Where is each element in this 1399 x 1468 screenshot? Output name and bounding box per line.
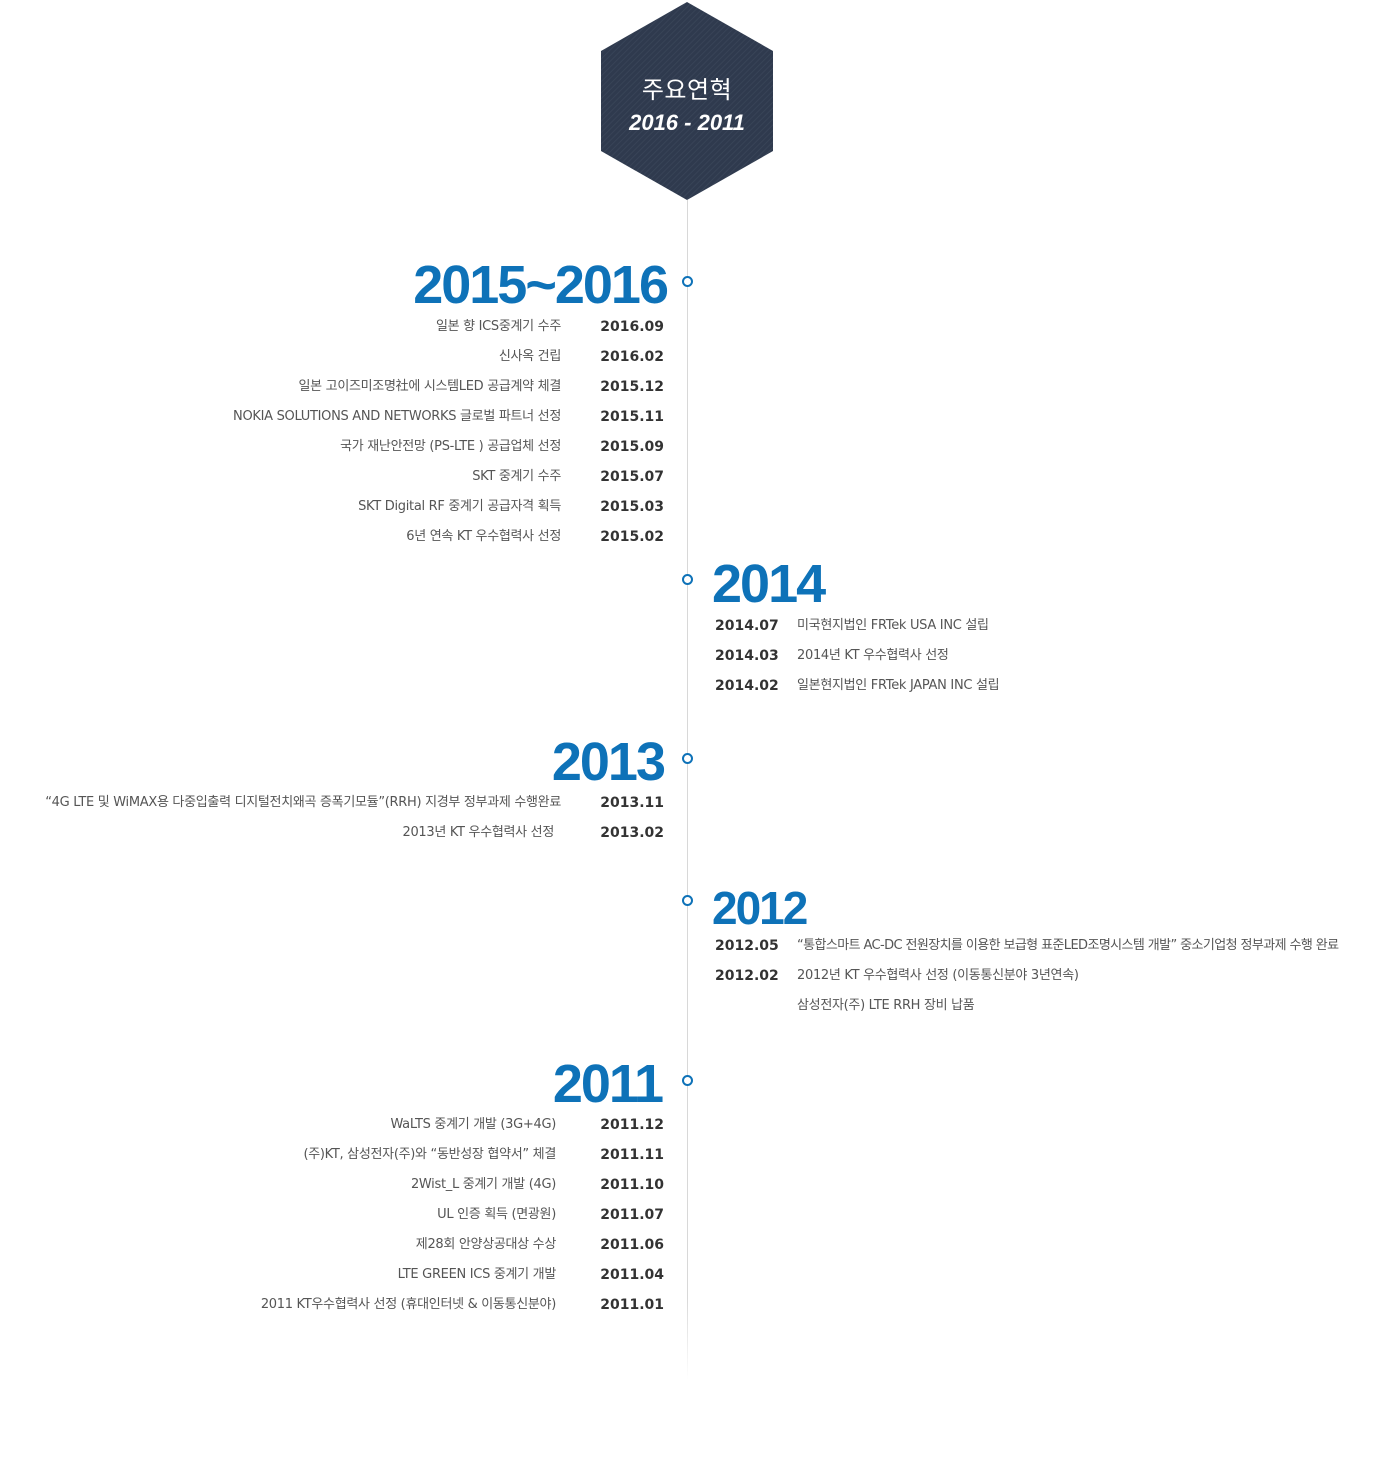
timeline-item: “4G LTE 및 WiMAX용 다중입출력 디지털전치왜곡 증폭기모듈”(RR… [45, 795, 664, 811]
year-heading-2011: 2011 [552, 1054, 664, 1114]
timeline-dot [682, 1075, 693, 1086]
timeline-dot [682, 753, 693, 764]
timeline-item: 2011 KT우수협력사 선정 (휴대인터넷 & 이동통신분야)2011.01 [260, 1297, 664, 1313]
timeline-dot [682, 574, 693, 585]
timeline-item: 삼성전자(주) LTE RRH 장비 납품 [797, 998, 975, 1013]
year-heading-2015-2016: 2015~2016 [413, 255, 669, 315]
timeline-item: UL 인증 획득 (면광원)2011.07 [437, 1207, 664, 1223]
timeline-line [687, 200, 688, 1380]
timeline-item: 2Wist_L 중계기 개발 (4G)2011.10 [410, 1177, 664, 1193]
timeline-item: 2012.05“통합스마트 AC-DC 전원장치를 이용한 보급형 표준LED조… [715, 938, 1339, 954]
year-heading-2014: 2014 [712, 554, 826, 614]
year-heading-2013: 2013 [551, 732, 666, 792]
year-heading-2012: 2012 [712, 882, 808, 934]
timeline-dot [682, 276, 693, 287]
header-hexagon [601, 2, 773, 200]
page-title: 주요연혁 [641, 76, 733, 104]
page-year-range: 2016 - 2011 [629, 110, 745, 135]
timeline-item: WaLTS 중계기 개발 (3G+4G)2011.12 [390, 1117, 664, 1133]
timeline-dot [682, 895, 693, 906]
